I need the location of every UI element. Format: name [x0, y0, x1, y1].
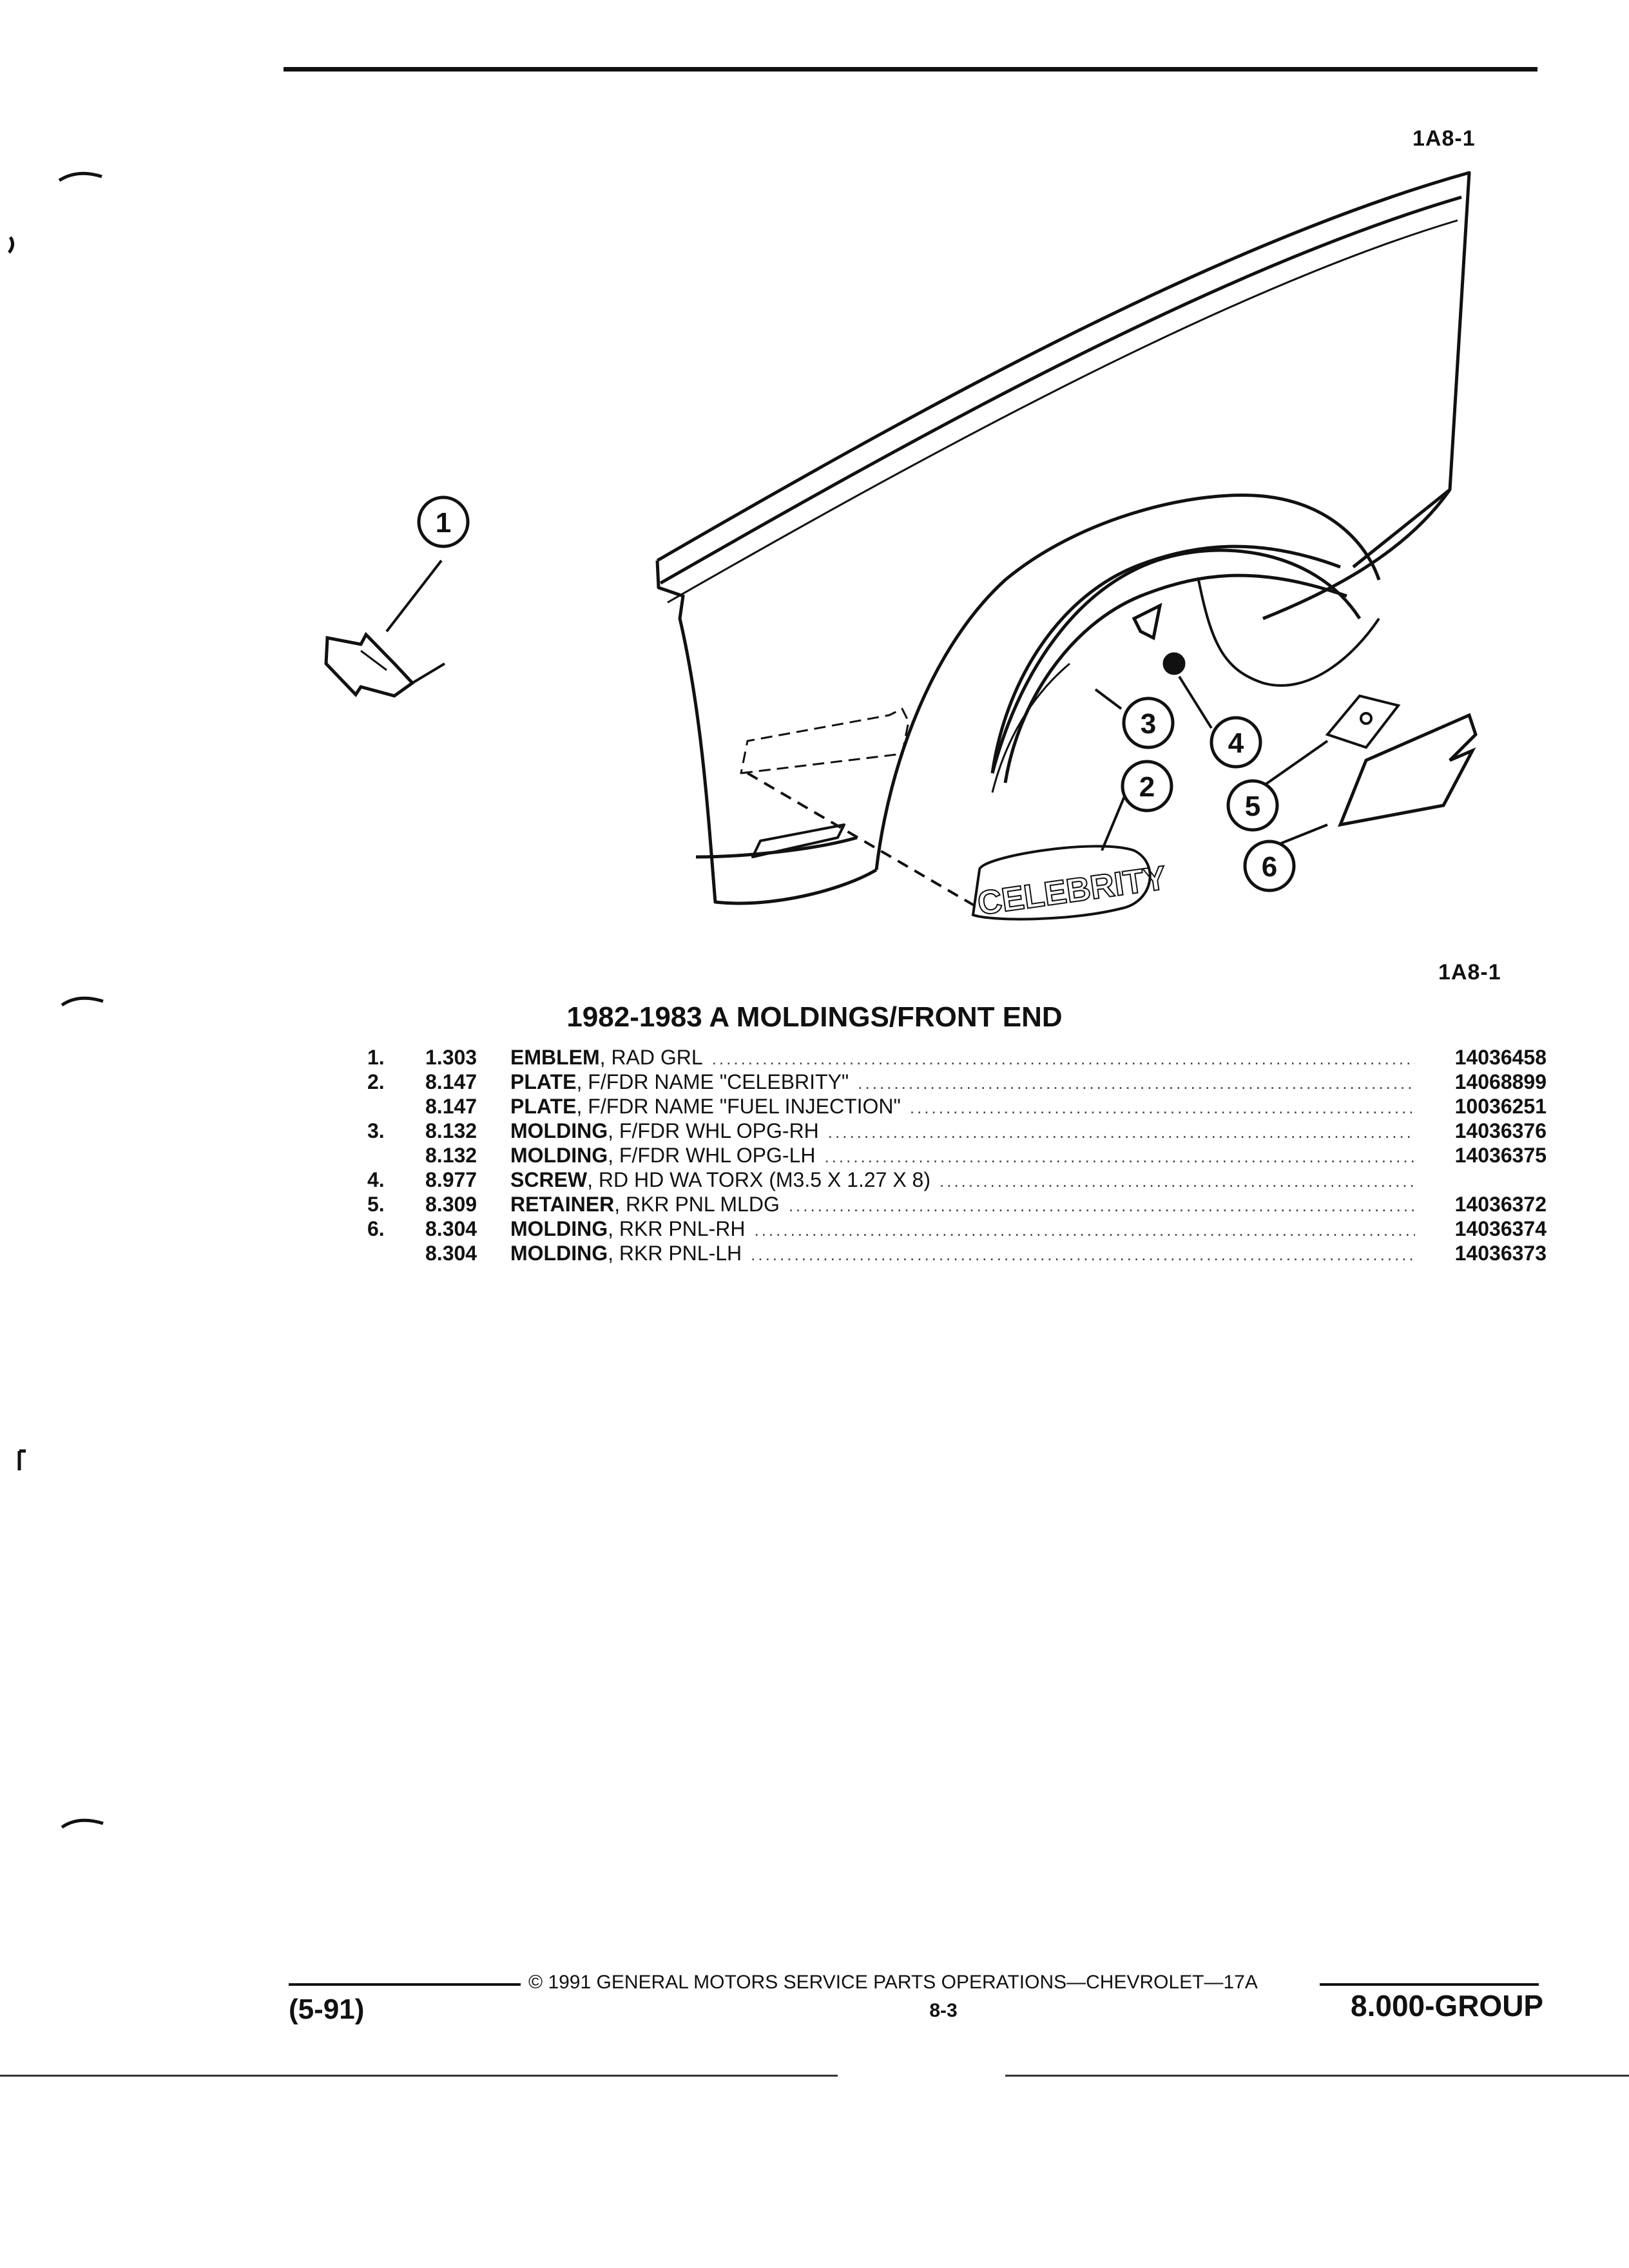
- nameplate-part: CELEBRITY: [971, 845, 1169, 923]
- part-number: 14036376: [1454, 1119, 1547, 1142]
- group-code: 8.147: [425, 1070, 477, 1093]
- section-title: 1982-1983 A MOLDINGS/FRONT END: [566, 1001, 1063, 1033]
- dot-leader: ........................................…: [827, 1122, 1415, 1142]
- dot-leader: ........................................…: [751, 1245, 1415, 1264]
- group-code: 8.304: [425, 1217, 477, 1240]
- part-description: , RKR PNL MLDG: [614, 1193, 780, 1216]
- margin-marks: [8, 171, 104, 1829]
- part-name: MOLDING: [510, 1144, 608, 1167]
- dot-leader: ........................................…: [940, 1171, 1415, 1191]
- group-code: 8.132: [425, 1144, 477, 1167]
- group-code: 8.304: [425, 1242, 477, 1265]
- group-code: 1.303: [425, 1046, 477, 1069]
- rocker-molding-part: [1337, 713, 1478, 827]
- callout-2: 2: [1121, 760, 1173, 812]
- dot-leader: ........................................…: [909, 1098, 1415, 1117]
- table-row: 4. 8.977 SCREW , RD HD WA TORX (M3.5 X 1…: [367, 1168, 1547, 1192]
- table-row: 5. 8.309 RETAINER , RKR PNL MLDG .......…: [367, 1192, 1547, 1216]
- svg-text:5: 5: [1245, 791, 1260, 822]
- footer-page-number: 8-3: [929, 2000, 958, 2021]
- item-index: 1.: [367, 1046, 385, 1069]
- svg-text:6: 6: [1262, 851, 1277, 883]
- bottom-rule: [0, 2075, 838, 2077]
- part-name: MOLDING: [510, 1242, 608, 1265]
- dot-leader: ........................................…: [711, 1049, 1415, 1068]
- part-description: , RAD GRL: [599, 1046, 703, 1069]
- dot-leader: ........................................…: [824, 1147, 1415, 1166]
- part-name: MOLDING: [510, 1119, 608, 1142]
- table-row: 6. 8.304 MOLDING , RKR PNL-RH ..........…: [367, 1216, 1547, 1241]
- callout-1: 1: [417, 495, 470, 548]
- figure-code-top: 1A8-1: [1412, 126, 1476, 151]
- part-description: , RD HD WA TORX (M3.5 X 1.27 X 8): [587, 1168, 930, 1191]
- callout-6: 6: [1243, 840, 1296, 892]
- item-index: 4.: [367, 1168, 385, 1191]
- svg-text:4: 4: [1228, 727, 1244, 759]
- group-code: 8.147: [425, 1095, 477, 1118]
- part-description: , F/FDR WHL OPG-LH: [608, 1144, 816, 1167]
- dot-leader: ........................................…: [788, 1196, 1415, 1215]
- part-number: 14036372: [1454, 1193, 1547, 1216]
- part-description: , RKR PNL-LH: [608, 1242, 742, 1265]
- table-row: 1. 1.303 EMBLEM , RAD GRL ..............…: [367, 1045, 1547, 1070]
- part-name: RETAINER: [510, 1193, 615, 1216]
- footer-revision-date: (5-91): [289, 1994, 365, 2025]
- part-name: EMBLEM: [510, 1046, 600, 1069]
- item-index: 6.: [367, 1217, 385, 1240]
- dot-leader: ........................................…: [754, 1220, 1415, 1240]
- top-rule: [284, 67, 1537, 72]
- table-row: 2. 8.147 PLATE , F/FDR NAME "CELEBRITY" …: [367, 1070, 1547, 1094]
- group-code: 8.977: [425, 1168, 477, 1191]
- bottom-rule-right: [1005, 2075, 1629, 2077]
- item-index: 5.: [367, 1193, 385, 1216]
- emblem-part: [324, 631, 415, 698]
- part-number: 14036374: [1454, 1217, 1547, 1240]
- wheel-opening-molding: [990, 544, 1347, 783]
- part-name: SCREW: [510, 1168, 588, 1191]
- callout-3: 3: [1122, 697, 1175, 749]
- part-description: , F/FDR NAME "CELEBRITY": [576, 1070, 849, 1093]
- parts-list: 1. 1.303 EMBLEM , RAD GRL ..............…: [367, 1045, 1547, 1265]
- retainer-part: [1325, 694, 1401, 749]
- part-number: 14068899: [1454, 1070, 1547, 1093]
- svg-text:3: 3: [1141, 708, 1156, 740]
- item-index: 3.: [367, 1119, 385, 1142]
- item-index: 2.: [367, 1070, 385, 1093]
- footer-group-code: 8.000-GROUP: [1351, 1989, 1544, 2023]
- part-number: 14036375: [1454, 1144, 1547, 1167]
- leader-lines: [385, 559, 1329, 910]
- part-number: 14036373: [1454, 1242, 1547, 1265]
- exploded-view-illustration: CELEBRITY 1 2 3 4 5 6: [324, 171, 1478, 923]
- figure-code-bottom: 1A8-1: [1438, 960, 1501, 985]
- dot-leader: ........................................…: [858, 1073, 1415, 1093]
- part-number: 14036458: [1454, 1046, 1547, 1069]
- footer-rule-right: [1320, 1983, 1539, 1986]
- fender-panel: [655, 171, 1471, 905]
- nameplate-text: CELEBRITY: [976, 859, 1169, 922]
- group-code: 8.132: [425, 1119, 477, 1142]
- part-description: , F/FDR NAME "FUEL INJECTION": [576, 1095, 901, 1118]
- callout-5: 5: [1226, 779, 1279, 832]
- part-name: PLATE: [510, 1095, 577, 1118]
- footer-rule-left: [289, 1983, 521, 1986]
- part-name: PLATE: [510, 1070, 577, 1093]
- table-row: 3. 8.132 MOLDING , F/FDR WHL OPG-RH ....…: [367, 1119, 1547, 1143]
- table-row: 8.147 PLATE , F/FDR NAME "FUEL INJECTION…: [367, 1094, 1547, 1119]
- table-row: 8.304 MOLDING , RKR PNL-LH .............…: [367, 1241, 1547, 1265]
- callout-4: 4: [1210, 716, 1262, 769]
- group-code: 8.309: [425, 1193, 477, 1216]
- table-row: 8.132 MOLDING , F/FDR WHL OPG-LH .......…: [367, 1143, 1547, 1168]
- footer-copyright: © 1991 GENERAL MOTORS SERVICE PARTS OPER…: [528, 1972, 1258, 1993]
- part-description: , RKR PNL-RH: [608, 1217, 746, 1240]
- part-number: 10036251: [1454, 1095, 1547, 1118]
- part-description: , F/FDR WHL OPG-RH: [608, 1119, 819, 1142]
- svg-text:2: 2: [1139, 771, 1155, 803]
- screw-part: [1132, 602, 1186, 675]
- part-name: MOLDING: [510, 1217, 608, 1240]
- svg-text:1: 1: [436, 507, 451, 539]
- callouts: 1 2 3 4 5 6: [417, 495, 1296, 892]
